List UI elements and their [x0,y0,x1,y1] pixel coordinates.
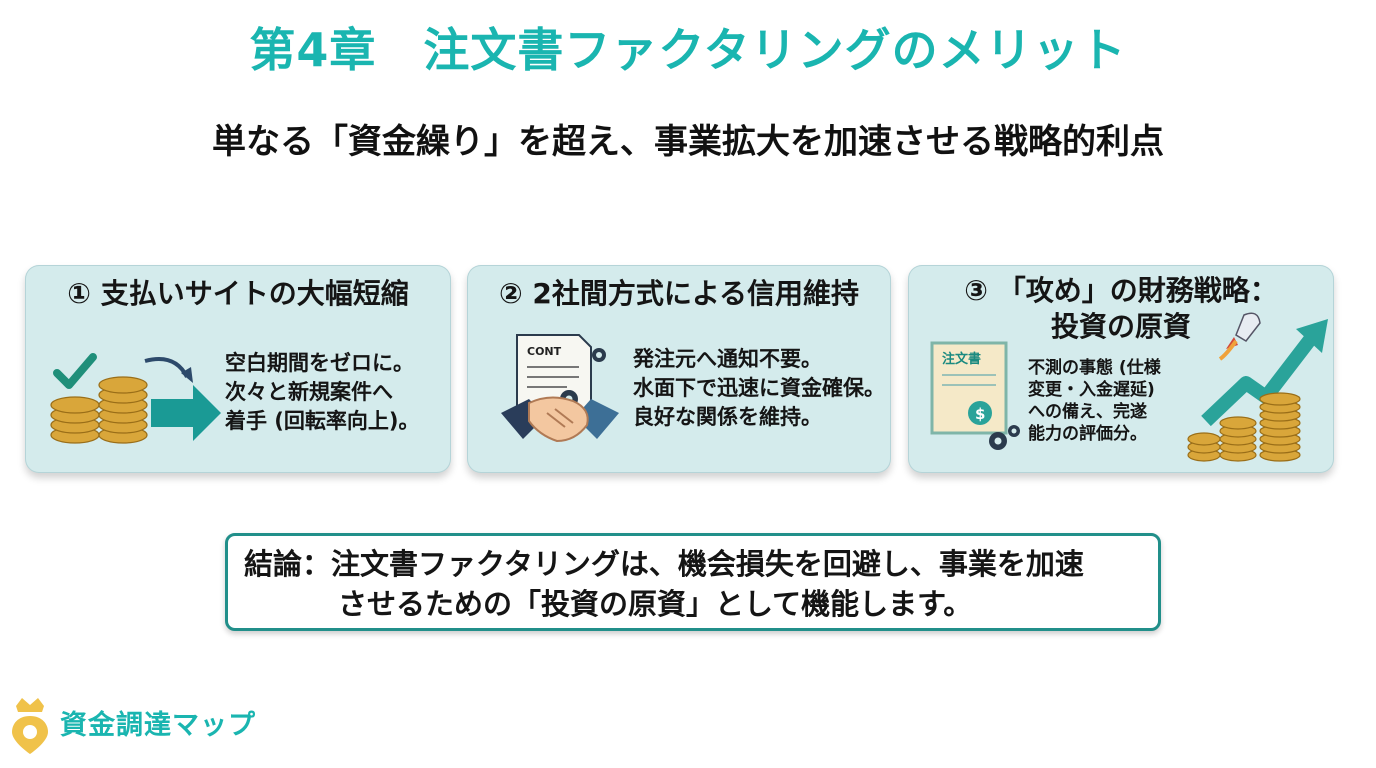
rocket-icon [1218,312,1261,361]
brand-name: 資金調達マップ [60,710,256,741]
conclusion-line-2: させるための「投資の原資」として機能します。 [338,587,973,621]
card-body: 発注元へ通知不要。 水面下で迅速に資金確保。 良好な関係を維持。 [633,347,885,429]
conclusion-box: 結論：注文書ファクタリングは、機会損失を回避し、事業を加速 させるための「投資の… [225,533,1161,631]
card-body: 不測の事態 (仕様 変更・入金遅延) への備え、完遂 能力の評価分。 [1028,358,1161,444]
card-heading: ② 2社間方式による信用維持 [498,277,860,310]
brand-logo: 資金調達マップ [8,696,255,756]
card-payment-site: ① 支払いサイトの大幅短縮 空白期間をゼロに。 次々と新規案件へ 着手 (回転率… [25,265,451,473]
card-finance-strategy: ③ 「攻め」の財務戦略： 投資の原資 注文書 $ 不測の事態 (仕様 変更・入金… [908,265,1334,473]
checkmark-icon [53,353,97,389]
card-credit-maintain: ② 2社間方式による信用維持 CONT 発注元へ通知不要。 水面下で迅速に資金確… [467,265,891,473]
card-heading: ① 支払いサイトの大幅短縮 [67,277,409,310]
svg-text:$: $ [975,405,985,423]
coin-stack-icon [50,353,221,444]
conclusion-line-1: 結論：注文書ファクタリングは、機会損失を回避し、事業を加速 [244,547,1084,581]
handshake-icon: CONT [501,334,619,443]
arrow-right-icon [151,385,221,441]
page-subtitle: 単なる「資金繰り」を超え、事業拡大を加速させる戦略的利点 [212,122,1164,162]
growth-arrow-icon [1187,312,1328,462]
order-document-icon: 注文書 $ [930,341,1020,450]
doc-label: 注文書 [942,351,981,367]
curved-arrow-icon [144,357,189,378]
map-pin-crown-icon [12,698,48,754]
page-title: 第4章 注文書ファクタリングのメリット [249,23,1127,77]
card-heading: ③ 「攻め」の財務戦略： 投資の原資 [964,274,1278,343]
card-body: 空白期間をゼロに。 次々と新規案件へ 着手 (回転率向上)。 [225,351,420,433]
doc-label: CONT [527,345,562,358]
